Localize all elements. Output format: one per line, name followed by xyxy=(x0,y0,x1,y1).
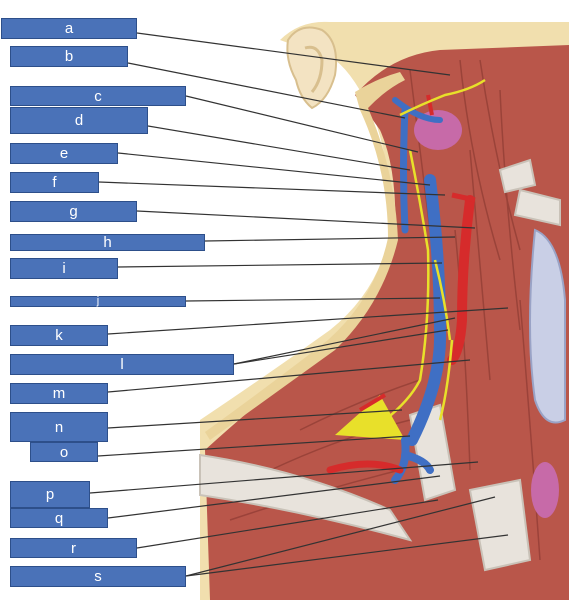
label-l: l xyxy=(10,354,234,375)
label-i: i xyxy=(10,258,118,279)
label-s: s xyxy=(10,566,186,587)
mastoid-tendon xyxy=(513,188,561,227)
label-k: k xyxy=(10,325,108,346)
label-a: a xyxy=(1,18,137,39)
label-d: d xyxy=(10,107,148,134)
larynx xyxy=(529,228,566,424)
superficial-temporal-artery xyxy=(426,94,434,116)
label-e: e xyxy=(10,143,118,164)
label-j: j xyxy=(10,296,186,307)
posterior-triangle-fat xyxy=(335,395,405,440)
label-r: r xyxy=(10,538,137,558)
label-h: h xyxy=(10,234,205,251)
label-c: c xyxy=(10,86,186,106)
upper-tendon xyxy=(498,158,537,194)
leader-lines xyxy=(89,32,509,577)
nerves xyxy=(384,78,486,421)
subclavian-vein xyxy=(391,436,434,484)
label-m: m xyxy=(10,383,108,404)
ear-inner xyxy=(304,45,324,93)
neck-muscle-mass xyxy=(205,45,569,600)
label-n: n xyxy=(10,412,108,442)
label-b: b xyxy=(10,46,128,67)
clavicle xyxy=(199,453,413,542)
subclavian-artery xyxy=(326,460,404,474)
label-f: f xyxy=(10,172,99,193)
carotid-artery xyxy=(447,195,475,365)
label-g: g xyxy=(10,201,137,222)
retromandibular-vein xyxy=(392,97,443,123)
sternal-tendon xyxy=(468,478,532,572)
label-q: q xyxy=(10,508,108,528)
internal-jugular-vein xyxy=(406,174,447,446)
ear xyxy=(286,26,338,110)
thyroid-gland xyxy=(531,462,559,518)
platysma-band xyxy=(205,72,405,440)
external-jugular-vein xyxy=(400,106,409,234)
label-o: o xyxy=(30,442,98,462)
label-p: p xyxy=(10,481,90,508)
carotid-branch xyxy=(451,192,476,203)
transverse-cervical-artery xyxy=(358,393,387,412)
